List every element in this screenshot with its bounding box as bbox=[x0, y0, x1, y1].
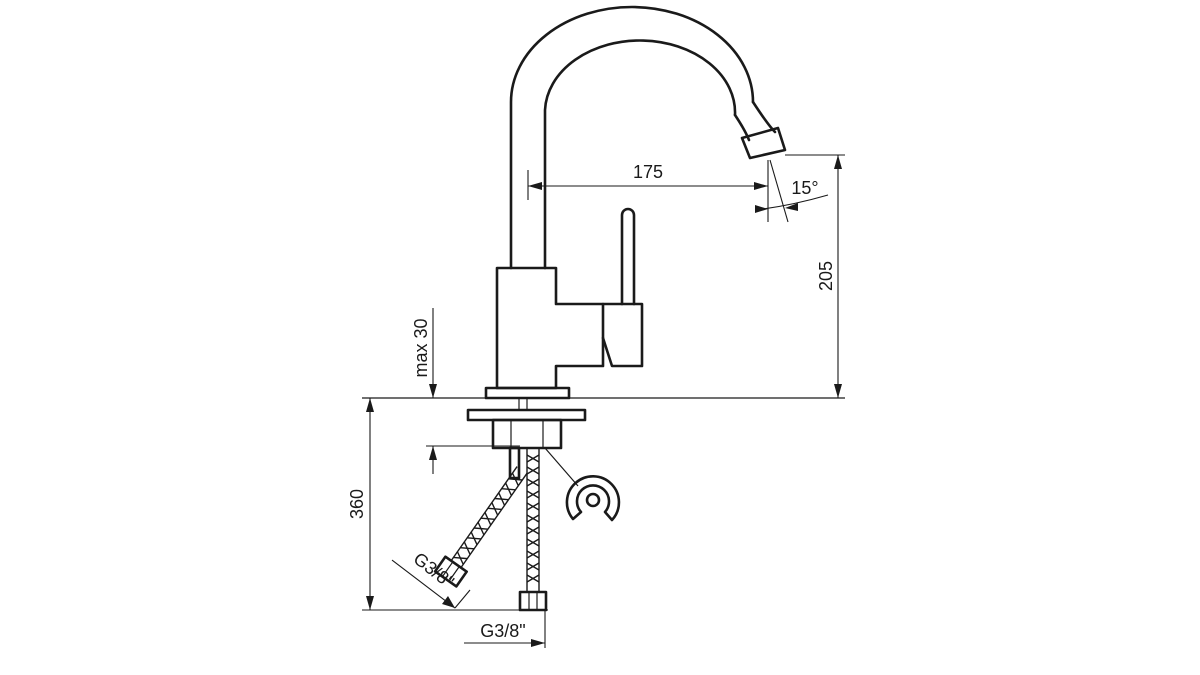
total-height-label: 360 bbox=[347, 489, 367, 519]
lever-handle bbox=[620, 207, 636, 306]
mounting-nut bbox=[491, 418, 563, 450]
spout-reach-label: 175 bbox=[633, 162, 663, 182]
mounting-washer bbox=[466, 408, 587, 422]
max-deck-label: max 30 bbox=[411, 318, 431, 377]
lever-cartridge bbox=[601, 302, 644, 368]
faucet-main-body bbox=[495, 266, 605, 390]
spout-angle-label: 15° bbox=[791, 178, 818, 198]
spout-inner-arc bbox=[733, 113, 751, 142]
retaining-clip-detail bbox=[544, 447, 621, 522]
supply-hoses bbox=[433, 448, 548, 612]
angled-hose-nut bbox=[433, 555, 468, 588]
dimension-spout-height: 205 bbox=[785, 154, 845, 398]
clip-leader-line bbox=[544, 447, 579, 487]
spout-gooseneck bbox=[509, 5, 755, 270]
dimension-hose-straight: G3/8" bbox=[464, 610, 546, 648]
spout-outer-arc bbox=[751, 100, 777, 134]
spout-nozzle bbox=[740, 126, 787, 160]
dimension-total-height: 360 bbox=[347, 398, 548, 611]
dimension-max-deck: max 30 bbox=[411, 308, 520, 474]
base-ring bbox=[484, 386, 571, 400]
clip-hole bbox=[585, 492, 601, 508]
threaded-stud bbox=[508, 446, 521, 480]
angled-hose bbox=[433, 466, 528, 588]
spout-height-label: 205 bbox=[816, 261, 836, 291]
straight-hose bbox=[518, 448, 548, 612]
dimension-spout-angle: 15° bbox=[754, 159, 829, 223]
faucet-body bbox=[362, 5, 845, 480]
hose-straight-label: G3/8" bbox=[480, 621, 525, 641]
hose-angled-label: G3/8" bbox=[410, 548, 458, 592]
retaining-clip bbox=[565, 475, 621, 522]
straight-hose-nut bbox=[518, 590, 548, 612]
dimension-spout-reach: 175 bbox=[527, 162, 768, 200]
